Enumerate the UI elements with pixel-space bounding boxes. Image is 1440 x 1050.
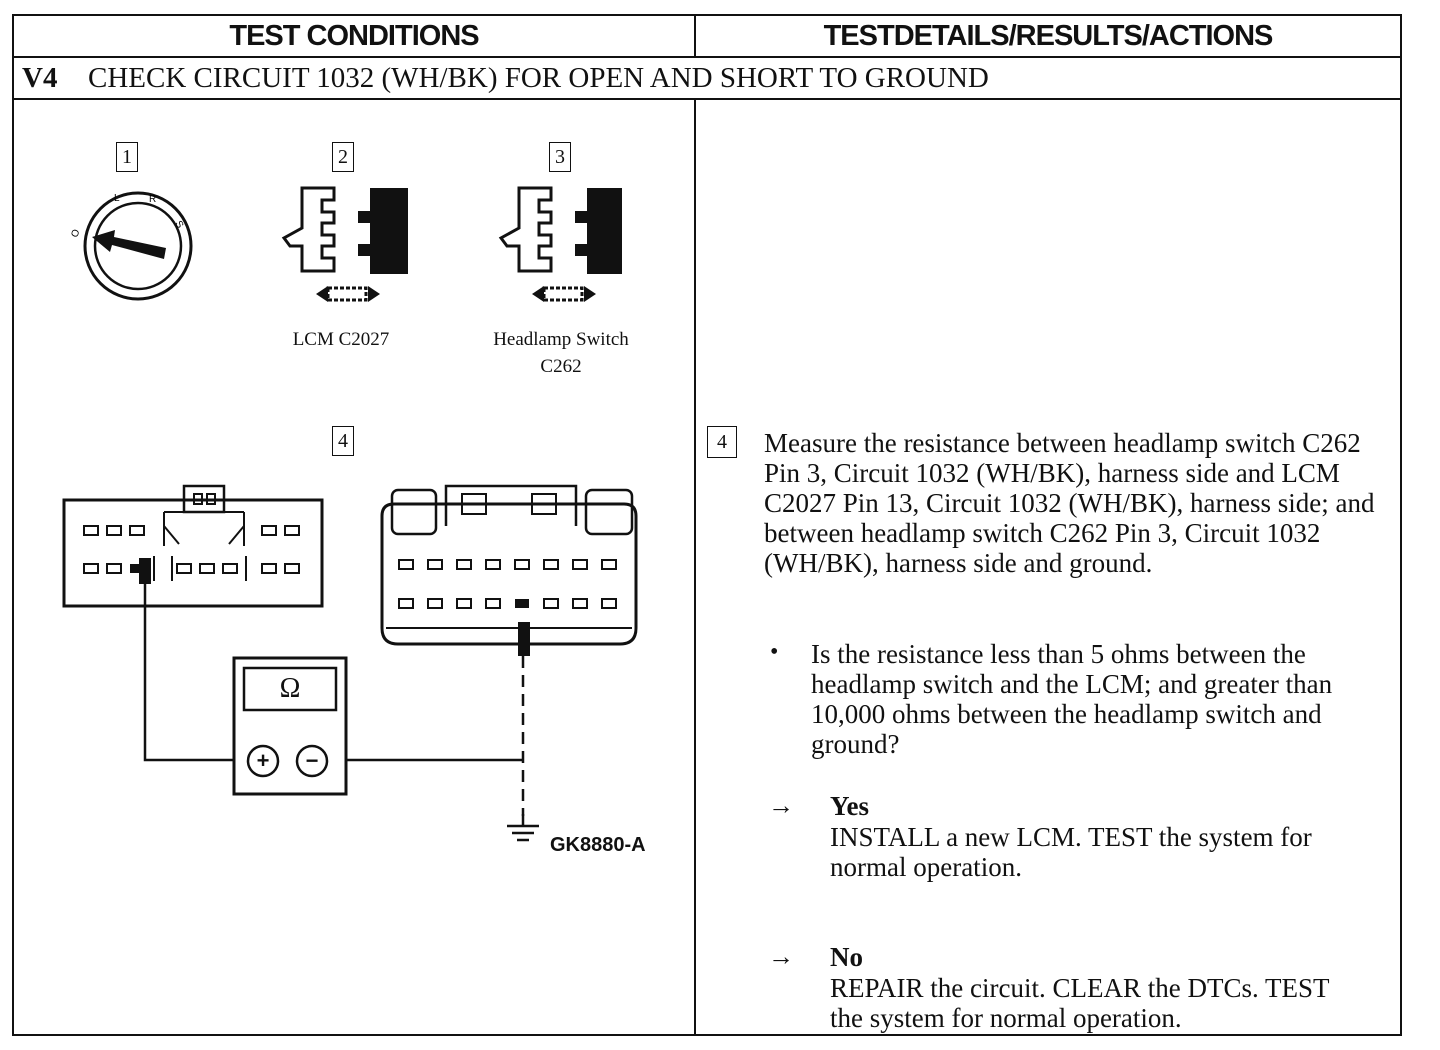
meter-plus-terminal: + (256, 748, 270, 773)
no-arrow: → (768, 942, 794, 971)
yes-label: Yes (830, 791, 869, 821)
step-box-1: 1 (116, 142, 138, 172)
header-test-details: TESTDETAILS/RESULTS/ACTIONS (823, 19, 1274, 52)
ohmmeter-icon (232, 656, 348, 796)
ignition-switch-icon: O L R S (69, 191, 193, 301)
column-divider (694, 100, 696, 1036)
procedure-table: TEST CONDITIONS TESTDETAILS/RESULTS/ACTI… (12, 14, 1402, 1036)
svg-text:L: L (114, 193, 120, 204)
no-label: No (830, 942, 863, 972)
yes-action: INSTALL a new LCM. TEST the system for n… (830, 822, 1312, 882)
step-box-4: 4 (332, 426, 354, 456)
detail-step-box-4: 4 (707, 426, 737, 458)
lcm-connector-disconnect-icon (281, 186, 408, 302)
svg-text:O: O (69, 228, 82, 239)
test-conditions-diagram: O L R S (62, 186, 638, 842)
ground-symbol-icon (507, 814, 539, 842)
step-box-2: 2 (332, 142, 354, 172)
measure-instruction: Measure the resistance between headlamp … (764, 428, 1375, 578)
headlamp-switch-c262-connector-icon (380, 484, 638, 656)
header-test-conditions: TEST CONDITIONS (14, 16, 696, 56)
ohm-symbol: Ω (279, 673, 301, 704)
svg-text:S: S (172, 219, 185, 231)
test-lead-wires (143, 584, 525, 816)
headlamp-switch-caption-line2: C262 (540, 356, 582, 377)
resistance-question: Is the resistance less than 5 ohms betwe… (811, 639, 1333, 759)
yes-arrow: → (768, 791, 794, 820)
no-action: REPAIR the circuit. CLEAR the DTCs. TEST… (830, 973, 1329, 1033)
svg-text:R: R (149, 194, 156, 205)
headlamp-switch-caption-line1: Headlamp Switch (493, 329, 629, 350)
step-title: CHECK CIRCUIT 1032 (WH/BK) FOR OPEN AND … (88, 61, 989, 94)
figure-code: GK8880-A (550, 834, 646, 856)
question-bullet: • (770, 639, 779, 665)
step-title-bar: V4 CHECK CIRCUIT 1032 (WH/BK) FOR OPEN A… (14, 56, 1400, 100)
step-id: V4 (22, 61, 58, 94)
lcm-c2027-caption: LCM C2027 (292, 329, 390, 350)
lcm-c2027-connector-icon (62, 484, 324, 608)
headlamp-switch-connector-disconnect-icon (498, 186, 622, 302)
meter-minus-terminal: − (305, 748, 319, 773)
step-box-3: 3 (549, 142, 571, 172)
